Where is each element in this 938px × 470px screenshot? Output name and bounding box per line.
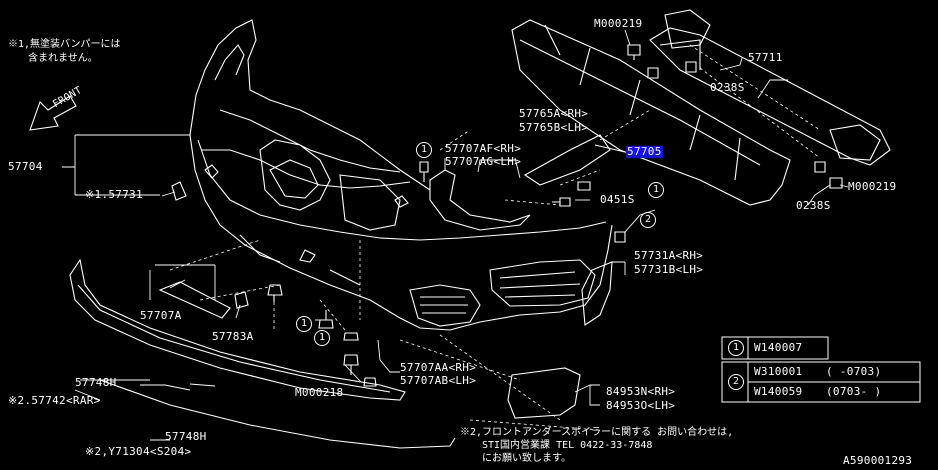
bolt-icon [627, 44, 641, 60]
part-57731b[interactable]: 57731B<LH> [634, 263, 704, 276]
part-0238s-top[interactable]: 0238S [710, 81, 745, 94]
part-0238s-bottom[interactable]: 0238S [796, 199, 831, 212]
part-57748h-lower[interactable]: 57748H [165, 430, 207, 443]
part-y71304[interactable]: ※2,Y71304<S204> [85, 445, 192, 458]
clip-icon [419, 161, 429, 182]
ref-circle-1: 1 [416, 142, 432, 158]
nut-icon [647, 67, 659, 79]
legend-code-w140059[interactable]: W140059 [754, 385, 803, 398]
bolt-icon [829, 177, 843, 189]
leader-lines [62, 29, 849, 441]
ref-circle-1: 1 [296, 316, 312, 332]
part-57765b[interactable]: 57765B<LH> [519, 121, 589, 134]
nut-icon [685, 61, 697, 73]
part-57765a[interactable]: 57765A<RH> [519, 107, 589, 120]
note-2-line-1: ※2,フロントアンダースポイラーに関する お問い合わせは, [460, 427, 734, 438]
part-84953n[interactable]: 84953N<RH> [606, 385, 676, 398]
bolt-icon [552, 197, 571, 207]
bracket-57707af-drawing [429, 169, 531, 231]
part-m000219-top[interactable]: M000219 [594, 17, 643, 30]
part-0451s[interactable]: 0451S [600, 193, 635, 206]
part-57707aa[interactable]: 57707AA<RH> [400, 361, 477, 374]
part-57731a[interactable]: 57731A<RH> [634, 249, 704, 262]
clip-icon [267, 284, 283, 302]
note-1-line-2: 含まれません。 [28, 53, 98, 64]
part-57707af[interactable]: 57707AF<RH> [445, 142, 522, 155]
ref-circle-1: 1 [648, 182, 664, 198]
front-arrow-icon [29, 95, 77, 131]
legend-code-w140007[interactable]: W140007 [754, 341, 803, 354]
clip-icon [343, 332, 359, 341]
ref-circle-2: 2 [640, 212, 656, 228]
legend-table-lines [721, 336, 921, 403]
part-84953o[interactable]: 84953O<LH> [606, 399, 676, 412]
clip-57783a-drawing [234, 291, 249, 309]
legend-range-w310001: ( -0703) [826, 365, 882, 378]
part-m000218[interactable]: M000218 [295, 386, 344, 399]
part-57748h-upper[interactable]: 57748H [75, 376, 117, 389]
clip-icon [318, 310, 334, 329]
note-2-line-3: にお願い致します。 [482, 453, 571, 464]
legend-range-w140059: (0703- ) [826, 385, 882, 398]
part-57707ag[interactable]: 57707AG<LH> [445, 155, 522, 168]
part-57783a[interactable]: 57783A [212, 330, 254, 343]
part-57742[interactable]: ※2.57742<RAR> [8, 394, 101, 407]
support-beam-drawing [649, 9, 891, 166]
nut-icon [814, 161, 826, 173]
bolt-icon [343, 354, 359, 375]
part-57705-highlighted[interactable]: 57705 [626, 145, 663, 158]
cover-84953-drawing [507, 367, 581, 419]
part-57707a[interactable]: 57707A [140, 309, 182, 322]
bumper-beam-drawing [511, 19, 791, 206]
part-57707ab[interactable]: 57707AB<LH> [400, 374, 477, 387]
part-57711[interactable]: 57711 [748, 51, 783, 64]
clip-icon [363, 377, 377, 387]
note-2-line-2: STI国内営業課 TEL 0422-33-7848 [482, 440, 653, 451]
part-57731[interactable]: ※1.57731 [85, 188, 143, 201]
under-spoiler-drawing [69, 258, 456, 449]
part-57731-drawing [171, 181, 187, 201]
diagram-id: A590001293 [843, 454, 913, 467]
part-57704[interactable]: 57704 [8, 160, 43, 173]
cover-57731a-drawing [581, 261, 613, 326]
legend-circle-1: 1 [728, 340, 744, 356]
part-m000219-right[interactable]: M000219 [848, 180, 897, 193]
dashed-guides [169, 44, 821, 431]
ref-circle-1: 1 [314, 330, 330, 346]
legend-circle-2: 2 [728, 374, 744, 390]
clip-icon [577, 181, 591, 191]
legend-code-w310001[interactable]: W310001 [754, 365, 803, 378]
front-bumper-drawing [189, 19, 613, 331]
bracket-57707a-drawing [158, 281, 231, 319]
note-1-line-1: ※1,無塗装バンパーには [8, 39, 121, 50]
clip-icon [614, 231, 626, 243]
bracket-57765-drawing [523, 134, 611, 186]
